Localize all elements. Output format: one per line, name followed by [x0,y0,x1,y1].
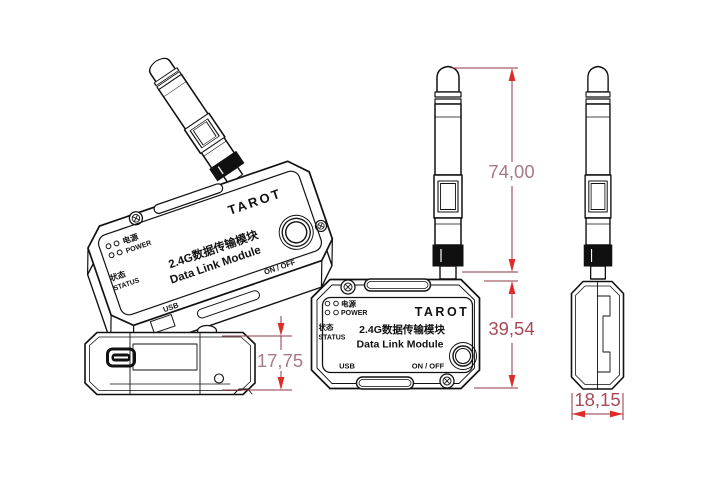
screw [314,219,328,233]
usb-port [106,347,136,368]
power-button [278,214,314,250]
screw [340,279,356,295]
iso-power-label-cn: 电源 [121,231,139,246]
right-side-view [570,65,625,390]
side-profile-view [84,324,256,396]
dimension-body-width: 18,15 [571,389,624,420]
front-title-cn: 2.4G数据传输模块 [359,323,445,336]
front-view: 电源 POWER 状态 STATUS TAROT 2.4G数据传输模块 Data… [310,65,481,390]
body-outline [310,278,481,390]
front-power-label-en: POWER [341,310,367,317]
dimension-body-height: 39,54 [474,280,535,389]
top-slot [153,183,224,214]
power-button [449,342,477,370]
dimension-body-thickness: 17,75 [222,316,303,391]
dimension-value: 18,15 [574,389,620,410]
front-status-label-cn: 状态 [319,322,334,332]
front-usb-label: USB [339,362,355,371]
front-title-en: Data Link Module [357,339,444,351]
front-status-label-en: STATUS [319,335,346,342]
body-outline [84,331,256,396]
label-panel [97,170,323,316]
antenna [583,65,613,280]
front-onoff-label: ON / OFF [412,362,445,371]
isometric-view: 电源 POWER 状态 STATUS TAROT 2.4G数据传输模块 Data… [86,51,334,353]
led-indicators [105,240,123,259]
dimension-value: 39,54 [488,318,534,339]
label-panel [321,296,474,374]
dimension-antenna-height: 74,00 [452,67,535,273]
dimension-value: 17,75 [257,350,303,371]
screw [439,373,455,389]
top-slot [363,278,432,292]
iso-status-label-cn: 状态 [108,269,126,284]
front-brand-logo: TAROT [415,305,470,319]
screw-hole [213,373,225,384]
screw [128,211,144,226]
antenna [142,51,250,189]
bottom-slot [196,290,260,319]
usb-notch [149,314,176,334]
antenna [432,65,464,280]
bottom-slot [355,376,415,390]
led-indicators [324,300,339,316]
dimension-value: 74,00 [488,161,534,182]
front-power-label-cn: 电源 [341,299,356,309]
